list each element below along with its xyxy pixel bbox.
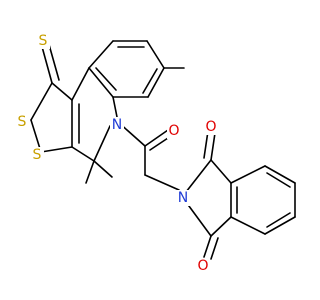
bond [230, 165, 266, 184]
thione-sulfur-atom: S [36, 33, 50, 49]
bond [93, 125, 111, 162]
bond [88, 40, 114, 69]
imide-oxygen-bottom-atom: O [196, 258, 210, 274]
bond [266, 212, 291, 228]
bond [230, 216, 266, 235]
bond [40, 42, 53, 84]
ring-sulfur-lower-atom: S [30, 147, 44, 163]
bond [30, 119, 42, 153]
imide-oxygen-top-atom: O [204, 119, 218, 135]
bond [210, 132, 216, 161]
thione-sulfur-label: S [39, 33, 48, 49]
bond [266, 172, 291, 188]
bond [146, 40, 165, 69]
imide-oxygen-top-label: O [205, 119, 216, 135]
bond [40, 146, 73, 153]
atom-label-layer: S S S N O N O [15, 33, 218, 274]
bond [142, 68, 158, 94]
bond [95, 67, 117, 91]
imide-nitrogen-atom: N [176, 190, 190, 206]
bond-layer [30, 40, 296, 260]
bond [144, 129, 169, 147]
ring-sulfur-left-atom: S [15, 114, 29, 130]
imide-nitrogen-label: N [178, 190, 188, 206]
quinoline-nitrogen-label: N [112, 117, 122, 133]
bond [185, 201, 212, 237]
bond [71, 67, 90, 101]
bond [144, 174, 180, 191]
bond [203, 130, 209, 159]
molecule-structure-drawing: S S S N O N O [15, 33, 296, 274]
quinoline-nitrogen-atom: N [110, 117, 124, 133]
bond [71, 146, 95, 162]
bond [85, 160, 95, 184]
molecule-structure-canvas: S S S N O N O [15, 33, 296, 274]
ring-sulfur-left-label: S [18, 114, 27, 130]
bond [93, 160, 113, 178]
bond [203, 235, 212, 258]
ring-sulfur-lower-label: S [33, 147, 42, 163]
amide-oxygen-atom: O [167, 123, 181, 139]
bond [210, 216, 232, 237]
bond [30, 82, 53, 121]
bond [88, 67, 114, 98]
amide-oxygen-label: O [168, 123, 179, 139]
bond [264, 165, 296, 184]
bond [210, 237, 219, 260]
bond [210, 159, 232, 184]
bond [185, 159, 212, 193]
bond [264, 216, 296, 235]
imide-oxygen-bottom-label: O [197, 258, 208, 274]
bond [147, 67, 165, 98]
bond [51, 82, 73, 101]
